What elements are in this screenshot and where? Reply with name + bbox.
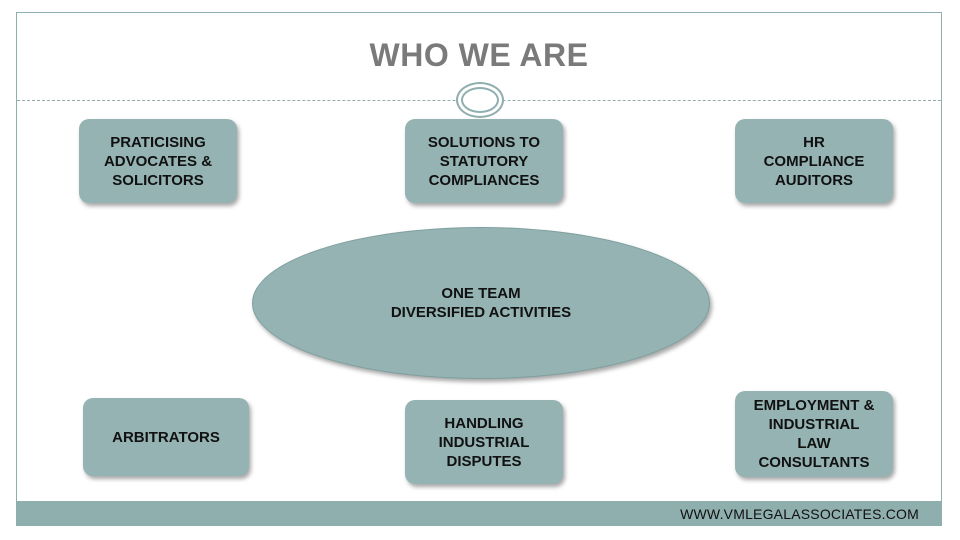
footer-bar: WWW.VMLEGALASSOCIATES.COM xyxy=(17,501,941,525)
slide: WHO WE ARE PRATICISING ADVOCATES & SOLIC… xyxy=(16,12,942,526)
ring-ornament-icon xyxy=(456,82,504,118)
box-practising-advocates: PRATICISING ADVOCATES & SOLICITORS xyxy=(79,119,237,203)
box-arbitrators: ARBITRATORS xyxy=(83,398,249,476)
footer-website: WWW.VMLEGALASSOCIATES.COM xyxy=(680,506,919,522)
box-industrial-disputes: HANDLING INDUSTRIAL DISPUTES xyxy=(405,400,563,484)
ring-inner xyxy=(461,87,499,113)
box-employment-law-consultants: EMPLOYMENT & INDUSTRIAL LAW CONSULTANTS xyxy=(735,391,893,477)
box-hr-compliance-auditors: HR COMPLIANCE AUDITORS xyxy=(735,119,893,203)
box-statutory-compliances: SOLUTIONS TO STATUTORY COMPLIANCES xyxy=(405,119,563,203)
center-ellipse: ONE TEAM DIVERSIFIED ACTIVITIES xyxy=(252,227,710,379)
slide-title: WHO WE ARE xyxy=(369,37,589,73)
